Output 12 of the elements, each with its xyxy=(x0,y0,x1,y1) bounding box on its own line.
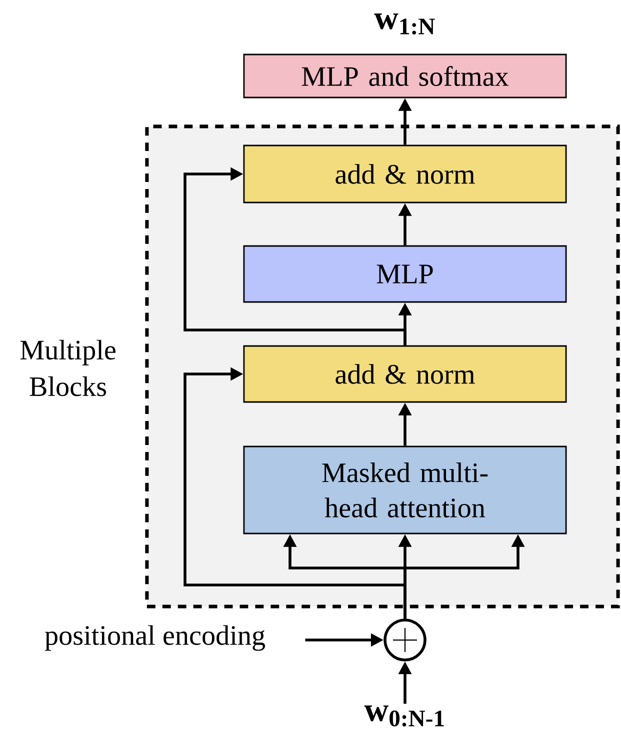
input-label: w$_{0:N-1}$ xyxy=(364,705,444,727)
arrow xyxy=(184,367,406,619)
mlp-box: MLP xyxy=(243,245,567,303)
plus-circle xyxy=(384,618,426,662)
output-label: w$_{1:N}$ xyxy=(374,13,435,35)
output-box: MLP and softmax xyxy=(243,54,567,98)
arrow xyxy=(184,167,406,346)
attention-box: Masked multi-head attention xyxy=(243,446,567,534)
input-label: positional encoding xyxy=(44,625,266,651)
norm-box: add & norm xyxy=(243,144,567,204)
block-heading: Multiple Blocks xyxy=(20,340,116,396)
norm-box: add & norm xyxy=(243,345,567,403)
